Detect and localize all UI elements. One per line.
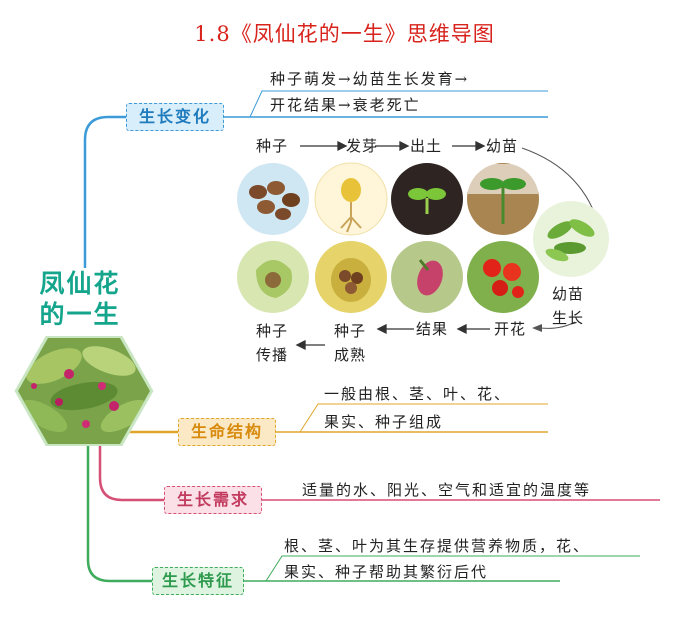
growth-summary-line2: 开花结果→衰老死亡 — [270, 96, 421, 114]
central-topic-line2: 的一生 — [39, 300, 121, 329]
underline-structure-line1 — [299, 403, 548, 433]
impatiens-plant-photo — [14, 336, 154, 446]
ripe-seeds-photo — [315, 241, 387, 313]
features-line2: 果实、种子帮助其繁衍后代 — [284, 563, 489, 581]
emergence-photo — [391, 163, 463, 235]
seed-dispersal-photo — [237, 241, 309, 313]
stage-label-seedling: 幼苗 — [486, 137, 519, 155]
branch-label-life-structure: 生命结构 — [178, 418, 276, 446]
branch-label-growth-features: 生长特征 — [152, 567, 244, 595]
stage-label-seedling-growth: 幼苗生长 — [552, 285, 585, 327]
underline-features-line1 — [265, 555, 640, 582]
stage-label-flower: 开花 — [494, 320, 527, 338]
young-plant-photo — [533, 201, 609, 277]
fruit-photo — [391, 241, 463, 313]
stage-label-fruit: 结果 — [416, 320, 449, 338]
central-topic-line1: 凤仙花 — [39, 269, 121, 298]
needs-line1: 适量的水、阳光、空气和适宜的温度等 — [302, 481, 592, 499]
stage-label-germinate: 发芽 — [346, 137, 379, 155]
page-title: 1.8《凤仙花的一生》思维导图 — [194, 22, 495, 46]
stage-label-seed: 种子 — [256, 137, 289, 155]
stage-label-seed-ripe: 种子成熟 — [334, 322, 367, 364]
features-line1: 根、茎、叶为其生存提供营养物质，花、 — [284, 537, 591, 555]
seeds-photo — [237, 163, 309, 235]
central-topic: 凤仙花 的一生 — [30, 268, 130, 330]
growth-summary-line1: 种子萌发→幼苗生长发育→ — [270, 70, 470, 88]
structure-line2: 果实、种子组成 — [324, 413, 444, 431]
branch-line-growth-features — [86, 445, 152, 583]
branch-label-growth-change: 生长变化 — [126, 103, 224, 131]
underline-growth-summary — [249, 90, 548, 118]
germination-photo — [314, 162, 388, 236]
stage-label-emerge: 出土 — [410, 137, 443, 155]
branch-label-growth-needs: 生长需求 — [164, 486, 262, 514]
stage-label-seed-dispersal: 种子传播 — [256, 322, 289, 364]
seedling-photo — [467, 163, 539, 235]
flower-photo — [467, 241, 539, 313]
branch-line-growth-needs — [98, 445, 164, 502]
branch-line-growth-change — [83, 115, 126, 268]
structure-line1: 一般由根、茎、叶、花、 — [324, 385, 512, 403]
